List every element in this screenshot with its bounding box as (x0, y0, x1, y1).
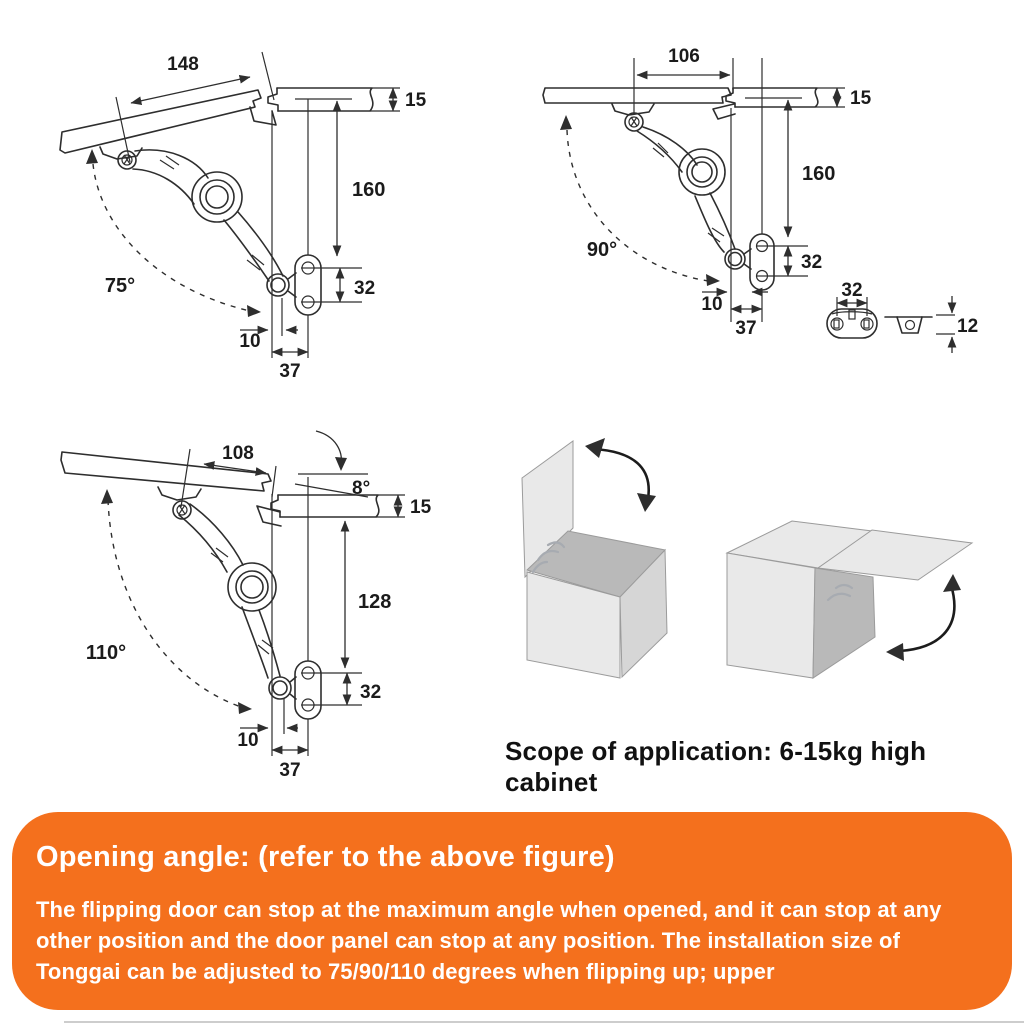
bottom-divider (64, 1021, 1024, 1023)
cabinet-flip-flat (725, 520, 974, 679)
dim-label-32: 32 (354, 278, 375, 299)
dim-label-15: 15 (410, 497, 432, 518)
hinge-arm (132, 149, 284, 282)
dim-label-106: 106 (668, 46, 700, 67)
mounting-plate (294, 254, 322, 316)
hinge-illustration (531, 541, 566, 574)
dim-15: 15 (370, 87, 427, 112)
dim-32: 32 (768, 245, 822, 277)
dim-32: 32 (314, 672, 381, 706)
cabinet-top-panel (256, 494, 380, 527)
arm-joint (678, 148, 726, 196)
angle-label-90: 90° (587, 239, 617, 261)
application-caption: Scope of application: 6-15kg high cabine… (505, 736, 927, 797)
flip-arrow-head-top (943, 574, 961, 592)
dim-label-37: 37 (735, 318, 756, 339)
dim-label-148: 148 (167, 54, 199, 75)
mounting-plate (294, 660, 322, 720)
hinge-arm (178, 503, 281, 679)
dim-10-37: 10 37 (701, 108, 768, 339)
diagram-110deg: 108 8° 15 128 32 (60, 430, 432, 781)
dim-15: 15 (376, 494, 432, 518)
part-dim-label-12: 12 (957, 316, 978, 337)
door-pivot (117, 150, 137, 170)
dim-label-108: 108 (222, 443, 254, 464)
cabinet-door-flat (816, 529, 974, 581)
angle-label-75: 75° (105, 275, 135, 297)
arm-lower-pivot (266, 273, 290, 297)
cabinet-door-up (521, 440, 574, 579)
dim-label-10: 10 (237, 730, 258, 751)
dim-label-128: 128 (358, 591, 391, 613)
door-tip-notch (249, 106, 277, 126)
dim-106: 106 (633, 46, 734, 114)
info-box: Opening angle: (refer to the above figur… (12, 812, 1012, 1010)
dim-148: 148 (115, 51, 275, 163)
door-panel (59, 89, 262, 154)
flip-arrow-head-left (886, 643, 904, 661)
dim-label-15: 15 (850, 88, 872, 109)
angle-label-8: 8° (352, 478, 370, 499)
door-panel (60, 451, 272, 492)
cabinet-flip-up (521, 438, 668, 679)
dim-32: 32 (314, 267, 375, 303)
flip-arrow-head-top (585, 438, 605, 458)
dim-10-37: 10 37 (237, 494, 309, 781)
info-box-heading: Opening angle: (refer to the above figur… (36, 841, 615, 873)
cabinet-top-panel (267, 87, 374, 112)
diagrams-canvas: 148 15 160 32 10 37 (59, 46, 978, 781)
angle-label-110: 110° (86, 642, 126, 664)
dim-10-37: 10 37 (239, 112, 309, 382)
dim-label-15: 15 (405, 90, 427, 111)
part-detail-side-view: 12 (884, 296, 978, 353)
dim-128: 128 (307, 477, 391, 669)
part-detail-top-view: 32 (826, 280, 878, 339)
door-bracket (99, 146, 143, 160)
angle-arc-75: 75° (86, 149, 261, 317)
diagram-75deg: 148 15 160 32 10 37 (59, 51, 427, 382)
cabinet-top-panel (712, 87, 819, 120)
arm-lower-pivot (724, 248, 746, 270)
dim-8deg: 8° (294, 430, 370, 499)
flip-arrow-arc (593, 447, 651, 500)
dim-label-160: 160 (802, 163, 835, 185)
door-panel (542, 87, 732, 104)
arm-joint (191, 171, 243, 223)
angle-arc-110: 110° (86, 489, 252, 714)
dim-label-37: 37 (279, 361, 300, 382)
dim-160: 160 (307, 99, 385, 257)
dim-label-10: 10 (701, 294, 722, 315)
flip-arrow-head-bottom (637, 493, 656, 512)
dim-label-32: 32 (801, 252, 822, 273)
dim-108: 108 (180, 443, 277, 508)
dim-label-37: 37 (279, 760, 300, 781)
hinge-illustration (826, 583, 854, 602)
arm-lower-pivot (268, 676, 292, 700)
dim-label-32: 32 (360, 682, 381, 703)
dim-label-160: 160 (352, 179, 385, 201)
flip-arrow-arc (899, 584, 956, 653)
part-dim-label-32: 32 (841, 280, 862, 301)
cabinet-illustrations (521, 438, 974, 679)
diagram-90deg: 106 15 160 32 10 37 (542, 46, 978, 353)
dim-15: 15 (815, 87, 872, 109)
dim-label-10: 10 (239, 331, 260, 352)
info-box-body: The flipping door can stop at the maximu… (36, 897, 942, 984)
arm-joint (227, 562, 277, 612)
angle-arc-90: 90° (560, 115, 720, 286)
door-bracket (157, 486, 202, 501)
